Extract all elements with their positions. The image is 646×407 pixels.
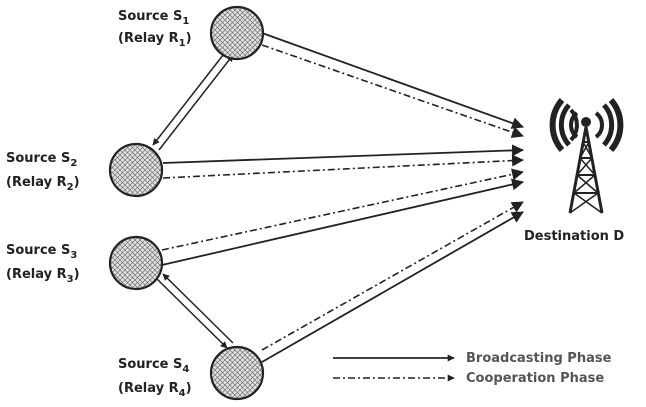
node-s2: [108, 142, 164, 198]
svg-text:Source S2: Source S2: [6, 151, 77, 169]
svg-text:Source S1: Source S1: [118, 9, 189, 27]
node-s4: [209, 345, 265, 401]
svg-text:Source S3: Source S3: [6, 243, 77, 261]
svg-text:(Relay R4): (Relay R4): [118, 381, 192, 399]
broadcast-link-s2: [162, 144, 524, 164]
cooperation-link-r2: [162, 154, 524, 179]
cooperation-link-r1: [261, 44, 524, 139]
broadcast-link-s4: [261, 211, 524, 363]
cell-tower-icon: [549, 98, 624, 214]
label-s1: Source S1 (Relay R1): [118, 9, 192, 49]
cooperation-link-r4: [261, 201, 524, 351]
svg-text:(Relay R1): (Relay R1): [118, 31, 192, 49]
label-s3: Source S3 (Relay R3): [6, 243, 80, 285]
node-s1: [209, 5, 265, 61]
broadcast-link-s3: [161, 178, 524, 266]
destination-label: Destination D: [524, 229, 624, 244]
legend-cooperation-label: Cooperation Phase: [466, 371, 604, 386]
cooperation-link-r3: [161, 168, 524, 251]
label-s2: Source S2 (Relay R2): [6, 151, 80, 193]
node-s3: [108, 235, 164, 291]
pair-link-s3-s4: [156, 273, 234, 349]
legend-broadcasting-label: Broadcasting Phase: [466, 351, 612, 366]
legend: Broadcasting Phase Cooperation Phase: [333, 351, 612, 386]
svg-text:(Relay R3): (Relay R3): [6, 267, 80, 285]
label-s4: Source S4 (Relay R4): [118, 357, 192, 399]
svg-text:(Relay R2): (Relay R2): [6, 175, 80, 193]
svg-text:Source S4: Source S4: [118, 357, 189, 375]
broadcast-link-s1: [261, 32, 524, 129]
pair-link-s1-s2: [152, 49, 234, 151]
